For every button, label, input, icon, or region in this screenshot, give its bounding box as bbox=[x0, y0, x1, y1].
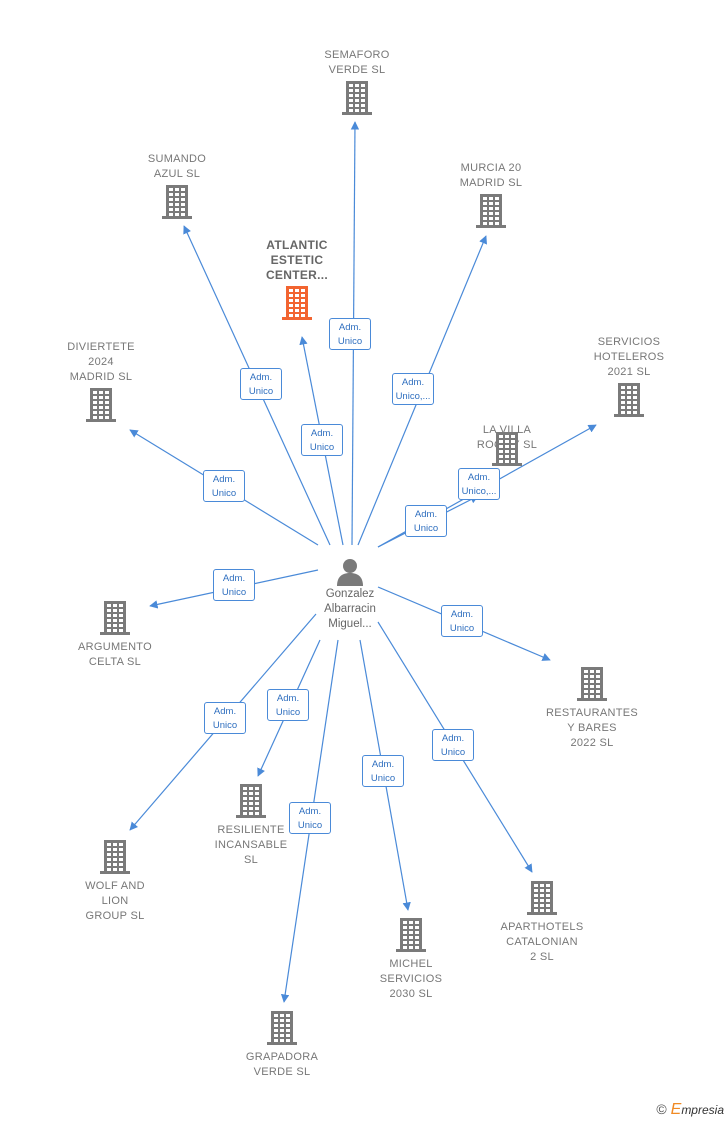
edge-label-aparthotels[interactable]: Adm. Unico bbox=[432, 729, 474, 761]
company-node-aparthotels[interactable]: APARTHOTELS CATALONIAN 2 SL bbox=[477, 880, 607, 965]
company-node-servicios[interactable]: SERVICIOS HOTELEROS 2021 SL bbox=[564, 335, 694, 418]
company-label: MICHEL SERVICIOS 2030 SL bbox=[379, 958, 443, 1000]
copyright-icon: © bbox=[656, 1101, 667, 1117]
company-label: MURCIA 20 MADRID SL bbox=[459, 162, 523, 189]
company-node-grapadora[interactable]: GRAPADORA VERDE SL bbox=[217, 1010, 347, 1080]
edge-label-restaurantes[interactable]: Adm. Unico bbox=[441, 605, 483, 637]
company-label: SERVICIOS HOTELEROS 2021 SL bbox=[593, 336, 665, 378]
building-icon bbox=[396, 918, 426, 952]
brand-name: mpresia bbox=[681, 1103, 724, 1117]
person-icon bbox=[337, 559, 363, 586]
company-label: ARGUMENTO CELTA SL bbox=[77, 641, 152, 668]
person-node[interactable]: Gonzalez Albarracin Miguel... bbox=[300, 557, 400, 632]
company-label: SEMAFORO VERDE SL bbox=[324, 49, 390, 76]
edge-label-wolf[interactable]: Adm. Unico bbox=[204, 702, 246, 734]
building-icon bbox=[86, 388, 116, 422]
company-node-murcia[interactable]: MURCIA 20 MADRID SL bbox=[426, 161, 556, 229]
building-icon bbox=[282, 286, 312, 320]
edge-label-servicios[interactable]: Adm. Unico,... bbox=[458, 468, 500, 500]
edge-label-sumando[interactable]: Adm. Unico bbox=[240, 368, 282, 400]
building-icon bbox=[342, 81, 372, 115]
company-node-argumento[interactable]: ARGUMENTO CELTA SL bbox=[50, 600, 180, 670]
company-node-semaforo[interactable]: SEMAFORO VERDE SL bbox=[292, 48, 422, 116]
edge-label-lavilla[interactable]: Adm. Unico bbox=[405, 505, 447, 537]
building-icon bbox=[476, 194, 506, 228]
company-node-diviertete[interactable]: DIVIERTETE 2024 MADRID SL bbox=[36, 340, 166, 423]
company-node-atlantic[interactable]: ATLANTIC ESTETIC CENTER... bbox=[232, 238, 362, 321]
edge-label-diviertete[interactable]: Adm. Unico bbox=[203, 470, 245, 502]
company-label: APARTHOTELS CATALONIAN 2 SL bbox=[500, 921, 584, 963]
company-node-michel[interactable]: MICHEL SERVICIOS 2030 SL bbox=[346, 917, 476, 1002]
building-icon bbox=[100, 601, 130, 635]
footer-brand[interactable]: ©Empresia bbox=[656, 1101, 724, 1119]
edge-label-michel[interactable]: Adm. Unico bbox=[362, 755, 404, 787]
building-icon bbox=[614, 383, 644, 417]
edge-label-resiliente[interactable]: Adm. Unico bbox=[267, 689, 309, 721]
company-node-resiliente[interactable]: RESILIENTE INCANSABLE SL bbox=[186, 783, 316, 868]
building-icon bbox=[100, 840, 130, 874]
company-label: RESILIENTE INCANSABLE SL bbox=[214, 824, 288, 866]
company-label: WOLF AND LION GROUP SL bbox=[85, 880, 145, 922]
company-label: GRAPADORA VERDE SL bbox=[245, 1051, 319, 1078]
company-label: SUMANDO AZUL SL bbox=[147, 153, 207, 180]
building-icon bbox=[267, 1011, 297, 1045]
brand-initial: E bbox=[670, 1101, 682, 1118]
edge-label-grapadora[interactable]: Adm. Unico bbox=[289, 802, 331, 834]
edge-label-atlantic[interactable]: Adm. Unico bbox=[301, 424, 343, 456]
company-node-restaurantes[interactable]: RESTAURANTES Y BARES 2022 SL bbox=[527, 666, 657, 751]
company-label: ATLANTIC ESTETIC CENTER... bbox=[265, 238, 329, 282]
edge-label-semaforo[interactable]: Adm. Unico bbox=[329, 318, 371, 350]
person-name: Gonzalez Albarracin Miguel... bbox=[324, 588, 376, 630]
company-node-lavilla[interactable]: LA VILLA ROOMY SL bbox=[442, 423, 572, 467]
company-node-sumando[interactable]: SUMANDO AZUL SL bbox=[112, 152, 242, 220]
company-node-wolf[interactable]: WOLF AND LION GROUP SL bbox=[50, 839, 180, 924]
building-icon bbox=[236, 784, 266, 818]
company-label: DIVIERTETE 2024 MADRID SL bbox=[67, 341, 135, 383]
edge-label-argumento[interactable]: Adm. Unico bbox=[213, 569, 255, 601]
building-icon bbox=[577, 667, 607, 701]
building-icon bbox=[492, 432, 522, 466]
edge-label-murcia[interactable]: Adm. Unico,... bbox=[392, 373, 434, 405]
building-icon bbox=[162, 185, 192, 219]
building-icon bbox=[527, 881, 557, 915]
company-label: RESTAURANTES Y BARES 2022 SL bbox=[545, 707, 639, 749]
